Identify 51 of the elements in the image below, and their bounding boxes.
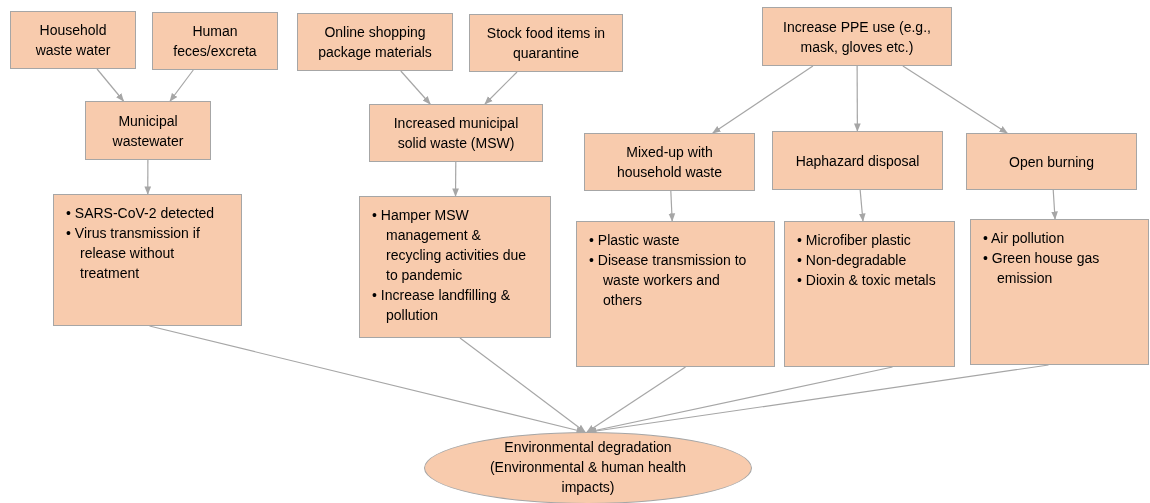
bullet-text: • Microfiber plastic	[797, 231, 912, 250]
node-label: Environmental degradation (Environmental & human health impacts)	[488, 438, 688, 497]
node-label: Haphazard disposal	[794, 151, 921, 171]
bullet-text: • Non-degradable	[797, 251, 908, 270]
process-box	[369, 104, 543, 162]
bullet-text: • Disease transmission to waste workers and others	[589, 251, 748, 310]
bullet-text: • Virus transmission if release without treatment	[66, 224, 201, 283]
bullet-text: • Air pollution	[983, 229, 1066, 248]
bullet-text: • Dioxin & toxic metals	[797, 271, 937, 290]
process-box	[10, 11, 136, 69]
arrow	[902, 65, 1008, 134]
impact-box	[784, 221, 955, 367]
bullet-text: • Plastic waste	[589, 231, 681, 250]
bullet-text: • Increase landfilling & pollution	[372, 286, 511, 325]
process-box	[297, 13, 453, 71]
arrow	[400, 70, 431, 105]
arrow	[1051, 189, 1058, 220]
bullet-text: • SARS-CoV-2 detected	[66, 204, 216, 223]
process-box	[584, 133, 755, 191]
node-label: Human feces/excreta	[172, 22, 258, 61]
impact-box	[359, 196, 551, 338]
process-box	[469, 14, 623, 72]
arrow	[858, 189, 866, 222]
arrow	[452, 161, 459, 197]
node-label: Stock food items in quarantine	[485, 24, 607, 63]
node-label: Online shopping package materials	[317, 23, 433, 62]
arrow	[144, 159, 152, 195]
node-label: Increase PPE use (e.g., mask, gloves etc.)	[782, 17, 932, 57]
node-label: Open burning	[1008, 152, 1095, 172]
arrow	[169, 69, 194, 102]
node-label: Municipal wastewater	[111, 111, 185, 151]
bullet-text: • Hamper MSW management & recycling activities due to pandemic	[372, 206, 528, 285]
bullet-text: • Green house gas emission	[983, 249, 1101, 288]
arrow	[854, 65, 861, 132]
arrow	[712, 65, 814, 134]
process-box	[772, 131, 943, 190]
arrow	[484, 71, 518, 105]
impact-box	[576, 221, 775, 367]
arrow	[586, 366, 687, 433]
node-label: Mixed-up with household waste	[615, 143, 724, 182]
arrow	[96, 68, 125, 102]
process-box	[85, 101, 211, 160]
process-box	[762, 7, 952, 66]
impact-box	[53, 194, 242, 326]
node-label: Household waste water	[34, 21, 112, 60]
node-label: Increased municipal solid waste (MSW)	[392, 114, 520, 153]
process-box	[966, 133, 1137, 190]
arrow	[459, 337, 586, 433]
arrow	[668, 190, 676, 222]
process-box	[152, 12, 278, 70]
impact-box	[970, 219, 1149, 365]
